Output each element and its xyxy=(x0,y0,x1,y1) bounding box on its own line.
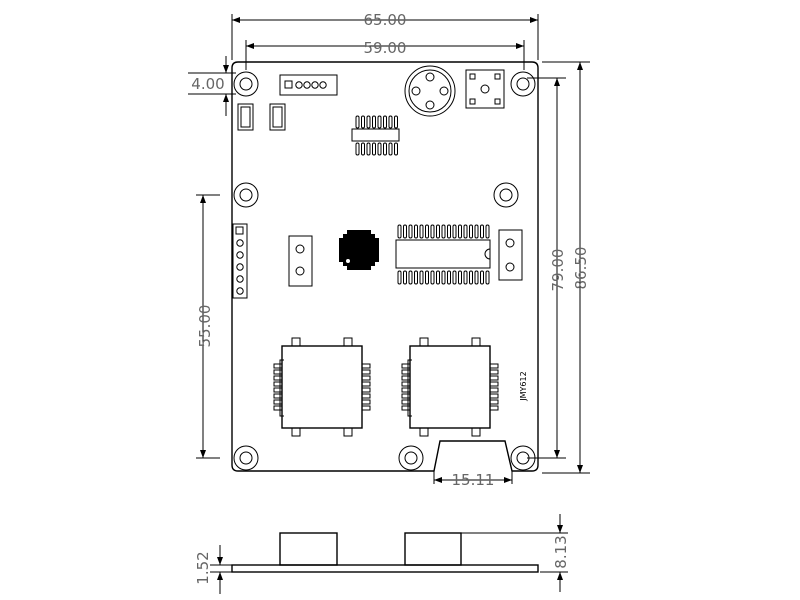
card-socket-left xyxy=(273,337,371,437)
dim-label-component-height: 8.13 xyxy=(552,535,570,568)
pcb-side-view xyxy=(231,532,539,573)
dim-label-overall-height: 86.50 xyxy=(572,247,590,290)
qfp-chip xyxy=(339,230,379,270)
smd-part-1 xyxy=(237,103,254,131)
pcb-top-view: JMY612 xyxy=(231,61,539,484)
dim-overall-height: 86.50 xyxy=(542,61,590,474)
dim-label-hole-spacing-x: 59.00 xyxy=(364,39,407,57)
dim-label-hole-spacing-y: 79.00 xyxy=(549,249,567,292)
board-label: JMY612 xyxy=(519,371,528,401)
header-connector-top xyxy=(279,74,338,96)
tactile-switch xyxy=(465,69,505,109)
dim-cutout-width: 15.11 xyxy=(434,471,512,489)
jumper-left xyxy=(288,235,313,287)
mounting-hole-bottom-middle xyxy=(398,445,424,471)
dim-label-board-thickness: 1.52 xyxy=(194,551,212,584)
side-socket-left xyxy=(279,532,338,566)
mounting-hole-mid-right xyxy=(493,182,519,208)
dim-board-thickness: 1.52 xyxy=(194,545,232,594)
mounting-hole-top-left xyxy=(233,71,259,97)
dim-label-left-hole-spacing: 55.00 xyxy=(196,305,214,348)
mounting-hole-mid-left xyxy=(233,182,259,208)
dim-hole-offset: 4.00 xyxy=(188,56,236,116)
dim-hole-spacing-y: 79.00 xyxy=(527,77,567,459)
mounting-hole-top-right xyxy=(510,71,536,97)
jumper-right xyxy=(498,229,523,281)
dim-hole-spacing-x: 59.00 xyxy=(245,39,525,70)
dim-component-height: 8.13 xyxy=(461,514,570,592)
mounting-hole-bottom-right xyxy=(510,445,536,471)
dim-overall-width: 65.00 xyxy=(231,11,539,60)
soic-chip xyxy=(351,115,400,156)
dim-label-overall-width: 65.00 xyxy=(364,11,407,29)
dip-chip xyxy=(395,224,491,285)
smd-part-2 xyxy=(269,103,286,131)
round-connector xyxy=(404,65,456,117)
mounting-hole-bottom-left xyxy=(233,445,259,471)
header-connector-left xyxy=(232,223,248,299)
side-socket-right xyxy=(404,532,462,566)
dim-label-hole-offset: 4.00 xyxy=(191,75,224,93)
dim-left-hole-spacing: 55.00 xyxy=(196,194,220,459)
dim-label-cutout-width: 15.11 xyxy=(452,471,495,489)
card-socket-right xyxy=(401,337,499,437)
